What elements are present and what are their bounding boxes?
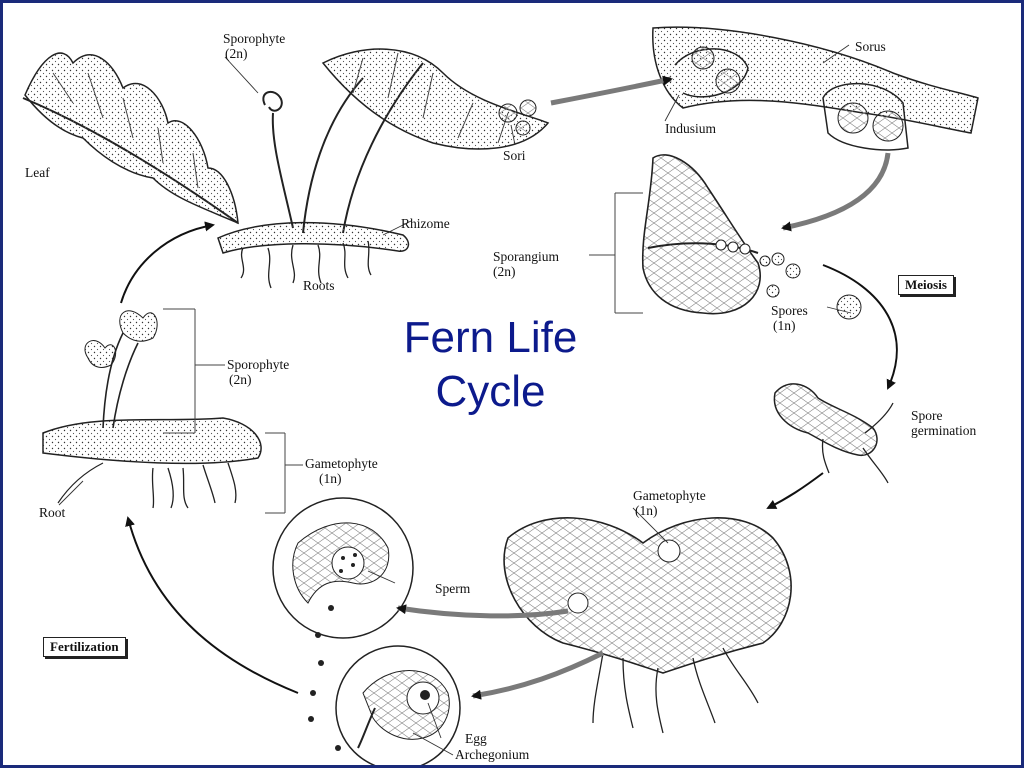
- arrow-spores-to-germination: [822, 264, 898, 390]
- label-roots: Roots: [303, 278, 335, 293]
- label-spore-germination-1: Spore: [911, 408, 943, 423]
- label-sporophyte-left-1: Sporophyte: [227, 357, 290, 372]
- label-spore-germination-2: germination: [911, 423, 977, 438]
- label-leaders: [58, 44, 852, 756]
- title-line-2: Cycle: [435, 367, 546, 416]
- label-sporophyte-top-2: (2n): [225, 46, 248, 61]
- label-archegonium: Archegonium: [455, 747, 530, 762]
- sorus-closeup: [652, 26, 979, 151]
- label-sporophyte-top-1: Sporophyte: [223, 31, 286, 46]
- slide-title: Fern Life Cycle: [383, 311, 598, 419]
- arrow-germination-to-gametophyte: [766, 472, 824, 509]
- rhizome-roots: [217, 221, 410, 289]
- spores: [759, 252, 862, 320]
- cycle-arrows: [120, 75, 898, 700]
- label-gametophyte-left-2: (1n): [319, 471, 342, 486]
- label-fertilization: Fertilization: [43, 637, 126, 657]
- sporangium: [589, 154, 761, 315]
- archegonium-closeup: [335, 645, 461, 765]
- arrow-gametophyte-to-sperm: [396, 604, 569, 619]
- arrow-gametophyte-to-egg: [471, 650, 605, 700]
- antheridium-closeup: [272, 497, 414, 639]
- fern-life-cycle-diagram: [22, 26, 979, 765]
- label-egg: Egg: [465, 731, 487, 746]
- label-gametophyte-right-2: (1n): [635, 503, 658, 518]
- label-sperm: Sperm: [435, 581, 471, 596]
- label-gametophyte-right-1: Gametophyte: [633, 488, 706, 503]
- label-sori: Sori: [503, 148, 526, 163]
- label-sorus: Sorus: [855, 39, 886, 54]
- label-leaf: Leaf: [25, 165, 50, 180]
- label-root: Root: [39, 505, 66, 520]
- sporophyte-plant: [262, 48, 550, 234]
- label-rhizome: Rhizome: [401, 216, 450, 231]
- young-sporophyte: [42, 308, 303, 514]
- label-gametophyte-left-1: Gametophyte: [305, 456, 378, 471]
- label-spores-1: Spores: [771, 303, 808, 318]
- label-spores-2: (1n): [773, 318, 796, 333]
- spore-germination: [773, 383, 894, 484]
- sperm-cells: [308, 605, 341, 751]
- label-meiosis: Meiosis: [898, 275, 954, 295]
- arrow-sorus-to-sporangium: [781, 152, 891, 232]
- arrow-sori-to-sorus: [550, 75, 673, 106]
- arrow-fertilization-to-sporophyte: [125, 516, 299, 694]
- leaf-frond: [22, 52, 239, 225]
- arrow-sporophyte-to-adult: [120, 221, 215, 304]
- title-line-1: Fern Life: [403, 313, 578, 362]
- gametophyte-thallus: [503, 517, 792, 734]
- label-sporophyte-left-2: (2n): [229, 372, 252, 387]
- label-sporangium-2: (2n): [493, 264, 516, 279]
- label-sporangium-1: Sporangium: [493, 249, 559, 264]
- label-indusium: Indusium: [665, 121, 717, 136]
